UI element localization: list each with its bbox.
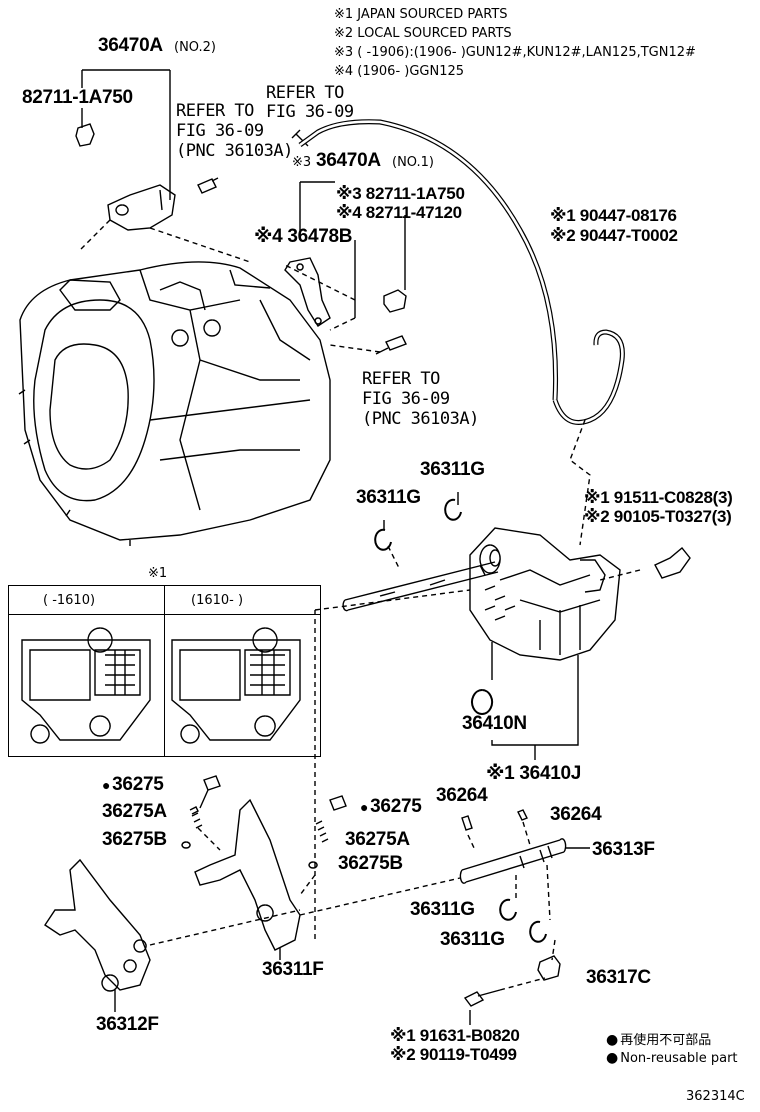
- part-82711-1A750-top[interactable]: 82711-1A750: [22, 87, 133, 108]
- refer-fig-label-2b: FIG 36-09: [266, 102, 354, 122]
- note-japan-sourced: ※1 JAPAN SOURCED PARTS: [334, 7, 508, 22]
- refer-fig-label-3c: (PNC 36103A): [362, 409, 479, 429]
- part-82711-1A750-mid[interactable]: ※3 82711-1A750: [336, 184, 465, 203]
- part-90447-08176[interactable]: ※1 90447-08176: [550, 206, 677, 225]
- part-36470A-no1-mark: ※3: [292, 155, 312, 170]
- legend-non-reusable-jp: 再使用不可部品: [606, 1033, 711, 1047]
- part-90105-T0327[interactable]: ※2 90105-T0327(3): [584, 507, 732, 526]
- part-82711-47120[interactable]: ※4 82711-47120: [336, 203, 462, 222]
- part-36470A-no1[interactable]: 36470A: [316, 150, 381, 171]
- part-36410N[interactable]: 36410N: [462, 713, 527, 734]
- refer-fig-label-3b: FIG 36-09: [362, 389, 450, 409]
- part-36470A-no2-tag: (NO.2): [174, 40, 216, 55]
- refer-fig-label-1a: REFER TO: [176, 101, 254, 121]
- refer-fig-label-3a: REFER TO: [362, 369, 440, 389]
- part-36275A-b[interactable]: 36275A: [345, 829, 410, 850]
- part-36470A-no1-tag: (NO.1): [392, 155, 434, 170]
- figure-code: 362314C: [686, 1089, 745, 1104]
- part-36275-b[interactable]: 36275: [360, 797, 422, 816]
- part-91511-C0828[interactable]: ※1 91511-C0828(3): [584, 488, 733, 507]
- part-36311F[interactable]: 36311F: [262, 959, 324, 980]
- legend-non-reusable-en: Non-reusable part: [606, 1051, 737, 1065]
- part-90119-T0499[interactable]: ※2 90119-T0499: [390, 1045, 517, 1064]
- note-applicability-3: ※3 ( -1906):(1906- )GUN12#,KUN12#,LAN125…: [334, 45, 696, 60]
- refer-fig-label-1c: (PNC 36103A): [176, 141, 293, 161]
- part-36311G-b[interactable]: 36311G: [356, 487, 421, 508]
- part-90447-T0002[interactable]: ※2 90447-T0002: [550, 226, 678, 245]
- refer-fig-label-1b: FIG 36-09: [176, 121, 264, 141]
- inset-mark: ※1: [148, 566, 168, 581]
- part-36275A-a[interactable]: 36275A: [102, 801, 167, 822]
- part-36264-b[interactable]: 36264: [550, 804, 602, 825]
- part-36264-a[interactable]: 36264: [436, 785, 488, 806]
- part-36312F[interactable]: 36312F: [96, 1014, 159, 1035]
- part-36311G-a[interactable]: 36311G: [420, 459, 485, 480]
- inset-right-range: (1610- ): [191, 593, 244, 608]
- note-applicability-4: ※4 (1906- )GGN125: [334, 64, 465, 79]
- part-36275B-a[interactable]: 36275B: [102, 829, 167, 850]
- part-36470A-no2[interactable]: 36470A: [98, 35, 163, 56]
- inset-divider: [164, 586, 165, 756]
- part-36311G-c[interactable]: 36311G: [410, 899, 475, 920]
- part-36313F[interactable]: 36313F: [592, 839, 655, 860]
- part-36317C[interactable]: 36317C: [586, 967, 651, 988]
- part-91631-B0820[interactable]: ※1 91631-B0820: [390, 1026, 520, 1045]
- inset-left-range: ( -1610): [43, 593, 96, 608]
- part-36410J[interactable]: ※1 36410J: [486, 763, 582, 784]
- inset-variant-box: ( -1610) (1610- ): [8, 585, 321, 757]
- part-36275B-b[interactable]: 36275B: [338, 853, 403, 874]
- part-36311G-d[interactable]: 36311G: [440, 929, 505, 950]
- note-local-sourced: ※2 LOCAL SOURCED PARTS: [334, 26, 512, 41]
- refer-fig-label-2a: REFER TO: [266, 83, 344, 103]
- part-36478B[interactable]: ※4 36478B: [254, 226, 353, 247]
- part-36275-a[interactable]: 36275: [102, 775, 164, 794]
